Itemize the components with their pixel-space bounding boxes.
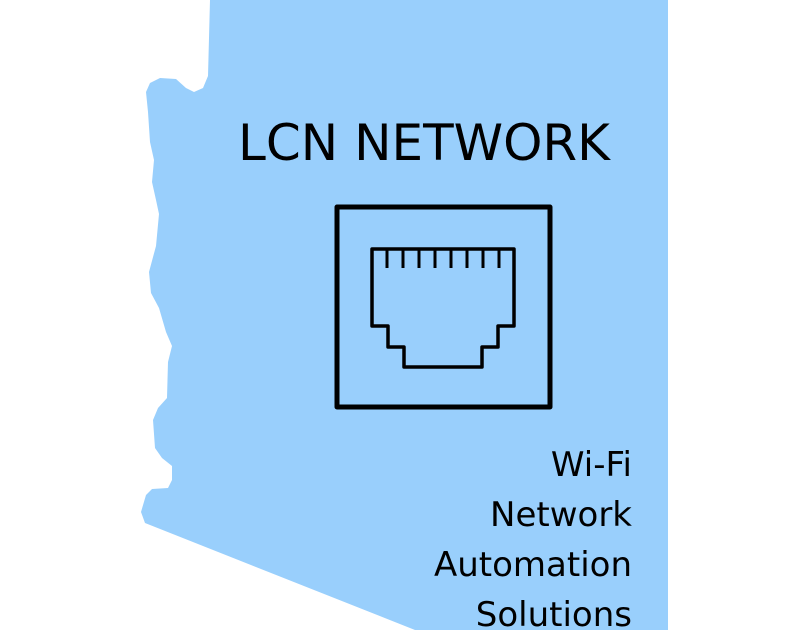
port-frame — [334, 204, 553, 410]
tagline-line: Solutions — [475, 595, 632, 635]
brand-title: LCN NETWORK — [238, 114, 610, 172]
ethernet-port-icon — [334, 204, 553, 410]
arizona-state-shape — [141, 0, 668, 630]
tagline-line: Network — [490, 495, 632, 535]
tagline: Wi-Fi Network Automation Solutions — [332, 440, 632, 640]
port-socket-outline — [370, 247, 516, 369]
port-pins — [385, 249, 501, 268]
tagline-line: Wi-Fi — [550, 445, 632, 485]
tagline-line: Automation — [433, 545, 632, 585]
